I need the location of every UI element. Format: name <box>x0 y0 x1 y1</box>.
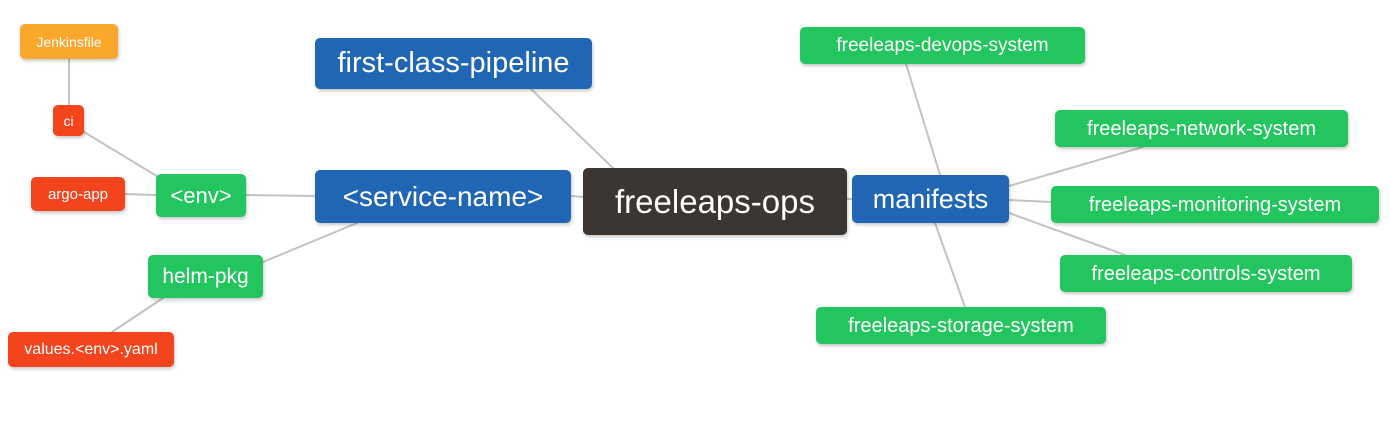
node-first-class-pipeline[interactable]: first-class-pipeline <box>315 38 592 89</box>
node-label-first-class-pipeline: first-class-pipeline <box>337 47 570 79</box>
node-freeleaps-monitoring-system[interactable]: freeleaps-monitoring-system <box>1051 186 1379 223</box>
node-freeleaps-storage-system[interactable]: freeleaps-storage-system <box>816 307 1106 344</box>
node-label-env: <env> <box>170 182 232 208</box>
node-label-manifests: manifests <box>872 183 989 214</box>
node-label-jenkinsfile: Jenkinsfile <box>36 33 102 50</box>
edge-values-yaml-to-helm-pkg <box>111 297 164 333</box>
node-label-freeleaps-devops-system: freeleaps-devops-system <box>836 35 1049 56</box>
node-label-argo-app: argo-app <box>47 185 109 203</box>
node-freeleaps-network-system[interactable]: freeleaps-network-system <box>1055 110 1348 147</box>
edge-helm-pkg-to-service-name <box>262 222 358 263</box>
node-label-ci: ci <box>63 112 74 129</box>
edge-manifests-to-freeleaps-storage-system <box>934 222 966 308</box>
node-freeleaps-controls-system[interactable]: freeleaps-controls-system <box>1060 255 1352 292</box>
node-freeleaps-ops[interactable]: freeleaps-ops <box>583 168 847 235</box>
node-label-freeleaps-controls-system: freeleaps-controls-system <box>1091 262 1321 285</box>
edge-manifests-to-freeleaps-network-system <box>1008 146 1144 187</box>
node-argo-app[interactable]: argo-app <box>31 177 125 211</box>
node-env[interactable]: <env> <box>156 174 246 217</box>
edge-service-name-to-freeleaps-ops <box>570 195 584 198</box>
edge-argo-app-to-env <box>124 193 157 196</box>
node-freeleaps-devops-system[interactable]: freeleaps-devops-system <box>800 27 1085 64</box>
node-service-name[interactable]: <service-name> <box>315 170 571 223</box>
node-label-freeleaps-storage-system: freeleaps-storage-system <box>848 314 1074 337</box>
node-label-freeleaps-network-system: freeleaps-network-system <box>1087 117 1316 140</box>
node-manifests[interactable]: manifests <box>852 175 1009 223</box>
node-label-helm-pkg: helm-pkg <box>162 265 249 288</box>
edge-first-class-pipeline-to-freeleaps-ops <box>530 88 614 169</box>
edge-manifests-to-freeleaps-devops-system <box>905 63 941 176</box>
node-label-freeleaps-ops: freeleaps-ops <box>615 183 815 220</box>
node-label-freeleaps-monitoring-system: freeleaps-monitoring-system <box>1088 193 1342 216</box>
node-ci[interactable]: ci <box>53 105 84 136</box>
node-values-yaml[interactable]: values.<env>.yaml <box>8 332 174 367</box>
node-label-values-yaml: values.<env>.yaml <box>24 340 158 358</box>
node-label-service-name: <service-name> <box>342 180 544 212</box>
edge-manifests-to-freeleaps-monitoring-system <box>1008 199 1052 203</box>
node-helm-pkg[interactable]: helm-pkg <box>148 255 263 298</box>
edge-ci-to-env <box>83 131 161 179</box>
edge-env-to-service-name <box>245 194 316 197</box>
node-jenkinsfile[interactable]: Jenkinsfile <box>20 24 118 59</box>
